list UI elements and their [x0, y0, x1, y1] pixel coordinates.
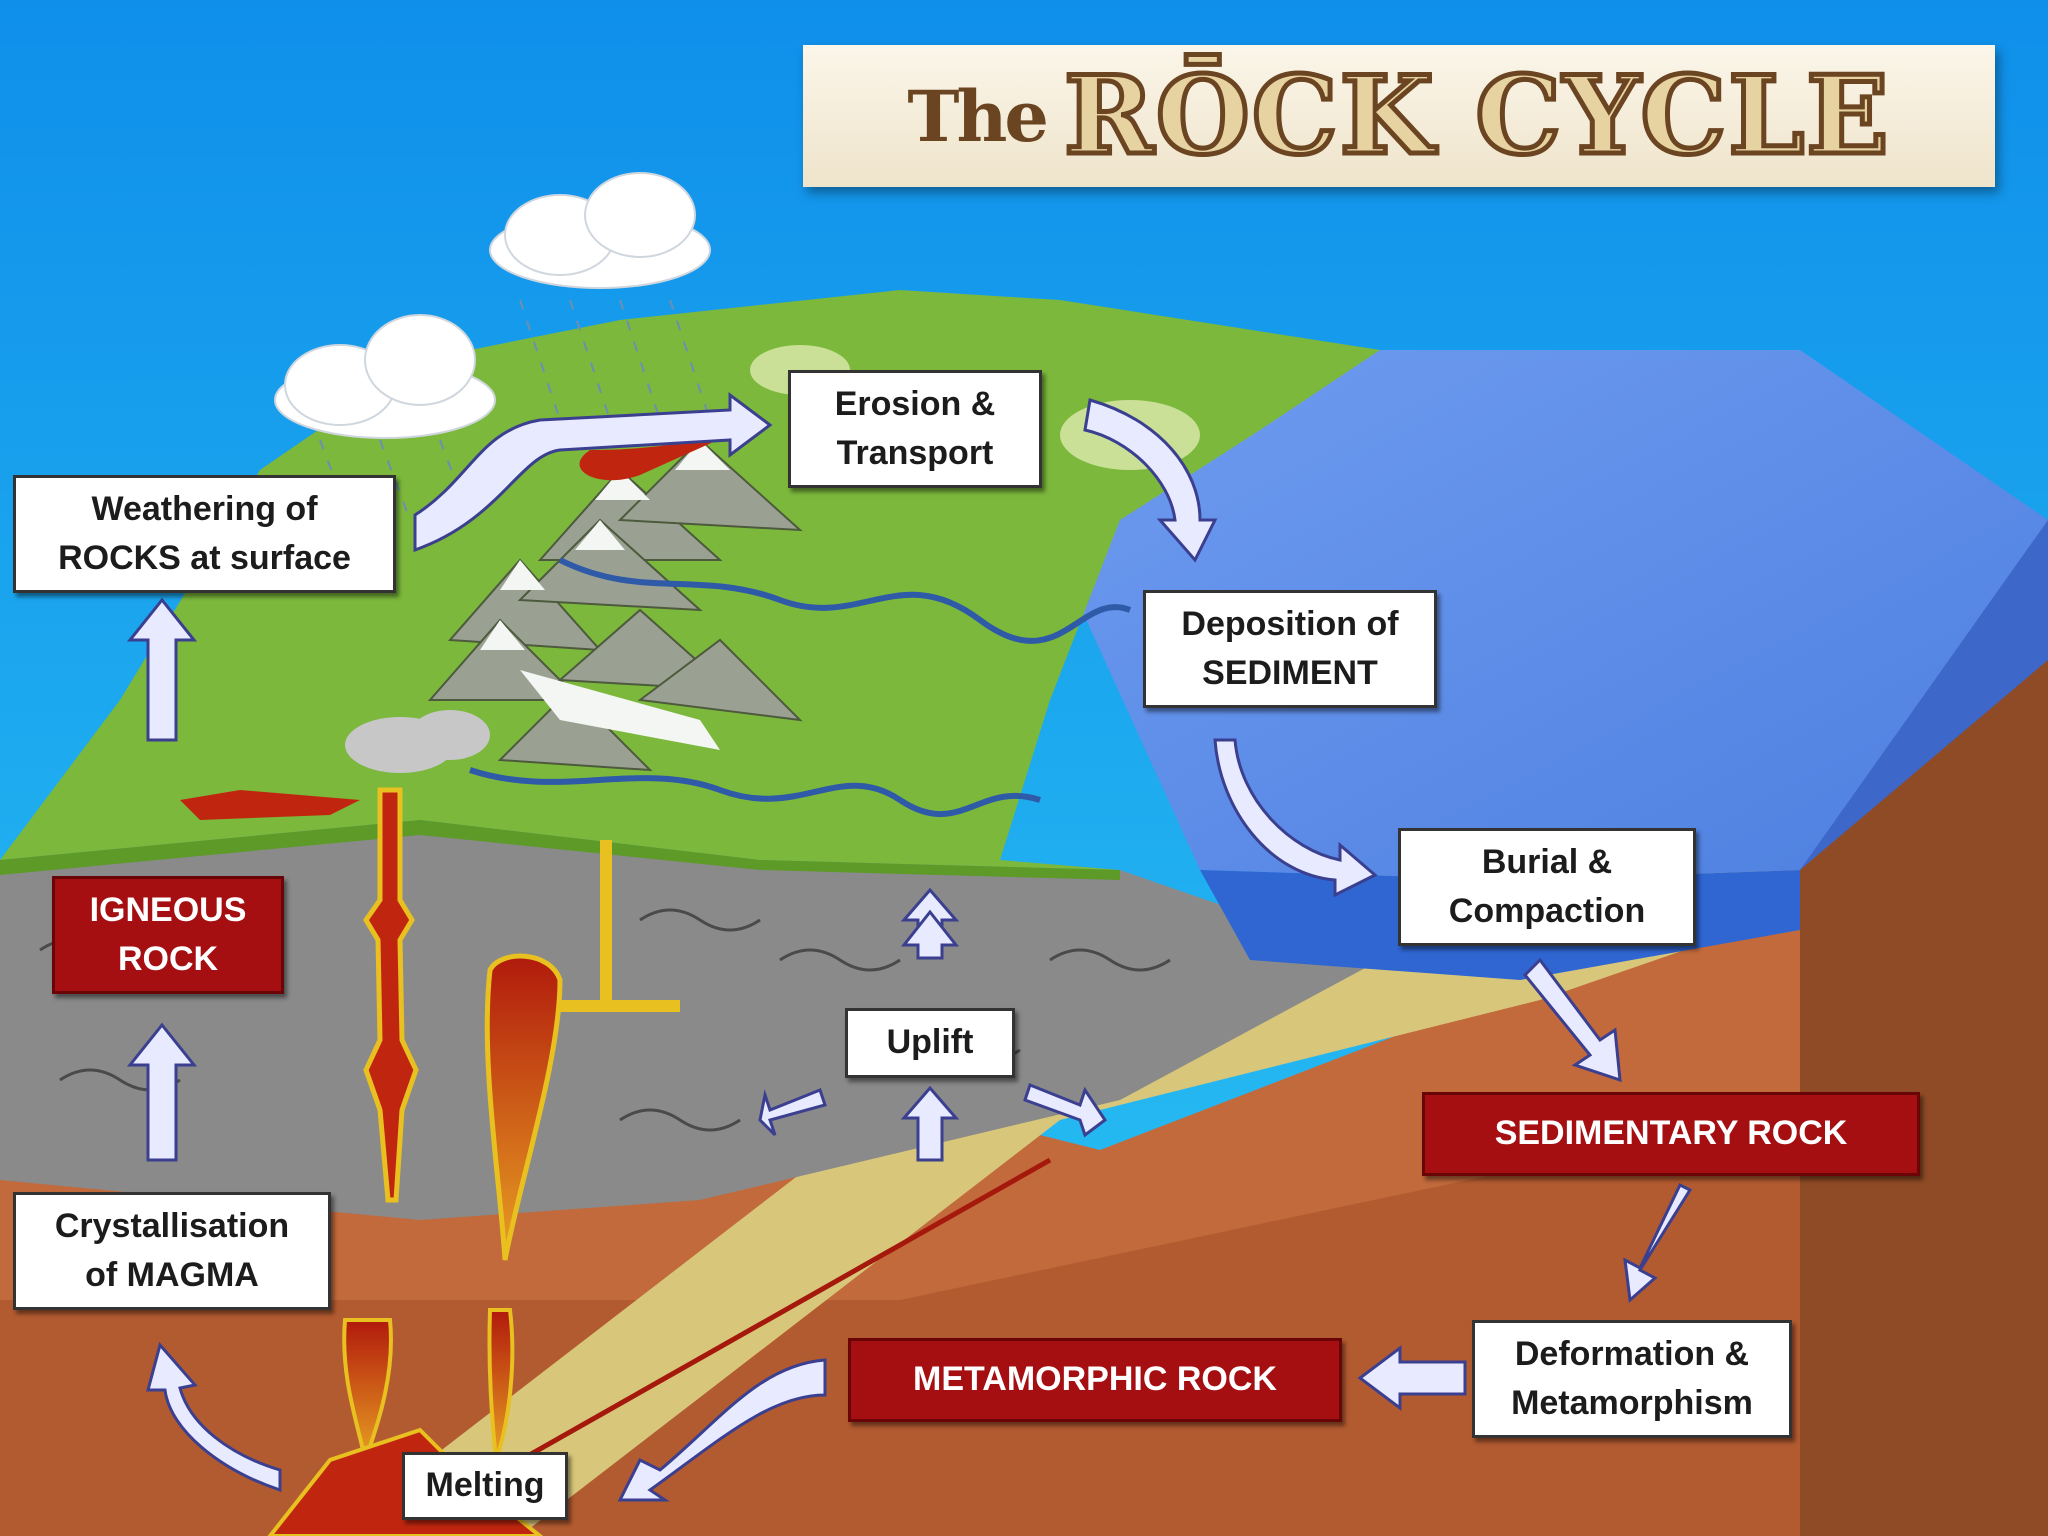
arrow-uplift-right: [1023, 1083, 1108, 1138]
title-prefix: The: [907, 74, 1049, 158]
subduction-line: [448, 1157, 1052, 1503]
title-banner: The RŌCK CYCLE: [803, 45, 1995, 187]
snow-caps: [480, 440, 730, 750]
arrow-burial-to-sedimentary: [1522, 957, 1622, 1083]
label-crystallisation: Crystallisation of MAGMA: [13, 1192, 331, 1310]
arrow-melting-to-crystallisation: [146, 1341, 282, 1493]
arrow-uplift-left: [758, 1088, 827, 1137]
magma-chamber: [484, 953, 563, 1261]
arrow-sedimentary-to-deformation: [1623, 1182, 1693, 1303]
sea-surface: [1050, 350, 2048, 880]
label-sedimentary-rock: SEDIMENTARY ROCK: [1422, 1092, 1920, 1176]
volcano-smoke: [345, 710, 490, 773]
arrow-erosion-to-deposition: [1083, 398, 1218, 563]
label-deformation: Deformation & Metamorphism: [1472, 1320, 1792, 1438]
arrow-deposition-to-burial: [1213, 738, 1378, 898]
mountains: [427, 438, 803, 772]
river: [558, 557, 1132, 644]
arrow-deformation-to-metamorphic: [1357, 1345, 1467, 1411]
magma-dyke: [363, 787, 419, 1203]
arrow-uplift-up-top: [900, 909, 960, 960]
label-igneous-rock: IGNEOUS ROCK: [52, 876, 284, 994]
arrow-crystallisation-to-igneous: [126, 1022, 198, 1162]
arrow-igneous-to-weathering: [126, 597, 198, 742]
land-edge: [0, 820, 1120, 880]
arrow-metamorphic-to-melting: [617, 1358, 827, 1502]
label-weathering: Weathering of ROCKS at surface: [13, 475, 396, 593]
cycle-arrows: [126, 392, 1693, 1502]
label-burial: Burial & Compaction: [1398, 828, 1696, 946]
cloud: [489, 172, 711, 289]
grey-rock-body: [0, 820, 1380, 1220]
label-metamorphic-rock: METAMORPHIC ROCK: [848, 1338, 1342, 1422]
label-erosion: Erosion & Transport: [788, 370, 1042, 488]
arrow-uplift-bottom: [900, 1085, 960, 1162]
label-uplift: Uplift: [845, 1008, 1015, 1078]
cloud: [274, 314, 496, 439]
river: [469, 767, 1041, 818]
title-main: RŌCK CYCLE: [1061, 51, 1891, 182]
label-deposition: Deposition of SEDIMENT: [1143, 590, 1437, 708]
lava-flow: [180, 790, 360, 820]
label-melting: Melting: [402, 1452, 568, 1520]
arrow-weathering-to-erosion: [413, 392, 773, 553]
crust-deep: [0, 1110, 1800, 1536]
